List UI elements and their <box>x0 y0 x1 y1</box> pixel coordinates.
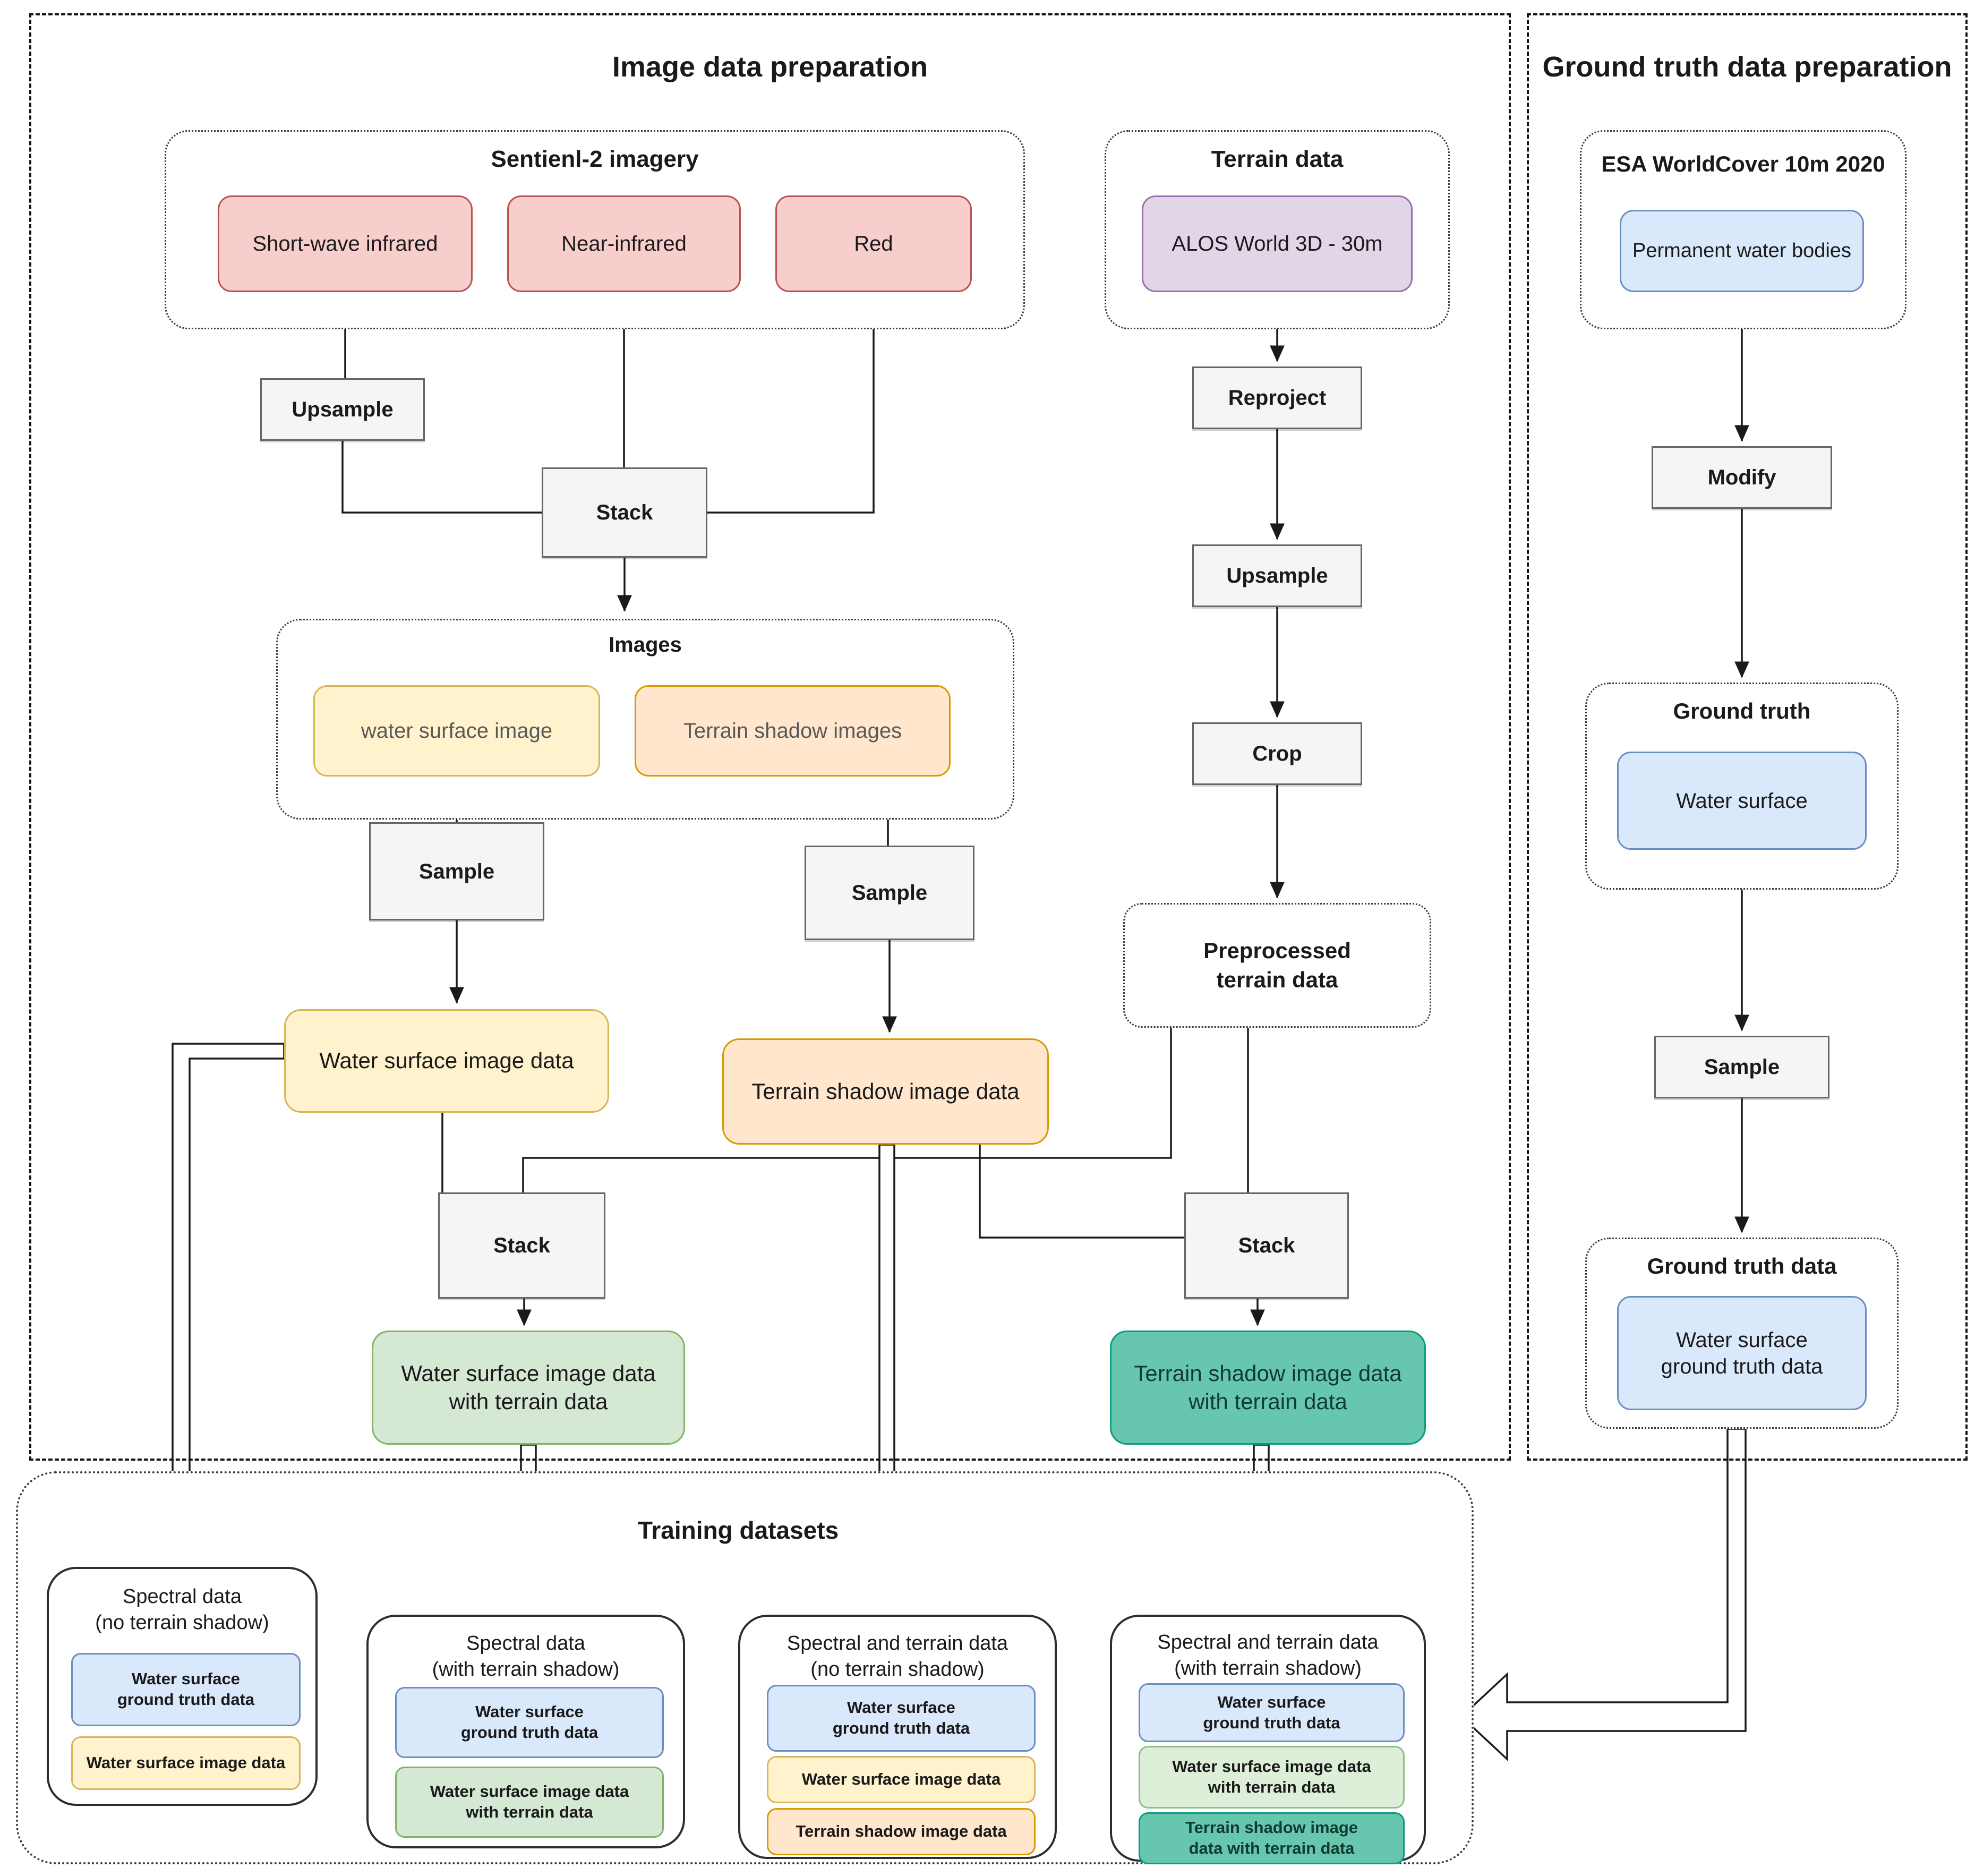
training-card-spectral-with-shadow: Spectral data (with terrain shadow) Wate… <box>366 1615 685 1848</box>
hollow-arrow-gtdata-training <box>1460 1428 1747 1762</box>
card3-title: Spectral and terrain data (no terrain sh… <box>786 1632 1008 1681</box>
ground-truth-title: Ground truth <box>1673 698 1811 723</box>
gt-prep-title: Ground truth data preparation <box>1542 51 1952 83</box>
section-ground-truth-preparation <box>1527 13 1968 1461</box>
node-preprocessed-terrain-data: Preprocessed terrain data <box>1123 903 1431 1028</box>
training-card-spectral-terrain-no-shadow: Spectral and terrain data (no terrain sh… <box>738 1615 1057 1859</box>
node-water-surface-image-data: Water surface image data <box>284 1009 609 1113</box>
card3-item-water-image: Water surface image data <box>767 1756 1036 1803</box>
images-title: Images <box>609 633 682 656</box>
process-crop: Crop <box>1192 722 1362 785</box>
process-stack-shadow-terrain: Stack <box>1184 1192 1349 1299</box>
training-title: Training datasets <box>637 1516 839 1544</box>
image-prep-title: Image data preparation <box>612 51 928 83</box>
node-terrain-shadow-image-data: Terrain shadow image data <box>722 1038 1049 1145</box>
card4-item-water-terrain: Water surface image data with terrain da… <box>1139 1746 1405 1809</box>
node-terrain-shadow-images: Terrain shadow images <box>635 685 951 777</box>
node-water-surface-with-terrain: Water surface image data with terrain da… <box>372 1331 685 1445</box>
node-red-band: Red <box>775 195 972 292</box>
node-short-wave-infrared: Short-wave infrared <box>218 195 473 292</box>
node-near-infrared: Near-infrared <box>507 195 741 292</box>
process-modify: Modify <box>1652 446 1832 509</box>
process-upsample-imagery: Upsample <box>260 378 425 441</box>
card4-title: Spectral and terrain data (with terrain … <box>1157 1631 1379 1680</box>
training-card-spectral-no-shadow: Spectral data (no terrain shadow) Water … <box>47 1567 318 1806</box>
card4-item-ground-truth: Water surface ground truth data <box>1139 1683 1405 1742</box>
process-stack-imagery: Stack <box>542 467 707 558</box>
card2-title: Spectral data (with terrain shadow) <box>432 1632 620 1681</box>
node-water-surface-image: water surface image <box>313 685 600 777</box>
node-water-surface: Water surface <box>1617 752 1867 850</box>
card1-title: Spectral data (no terrain shadow) <box>95 1585 269 1634</box>
process-sample-terrain-shadow: Sample <box>805 846 974 940</box>
esa-worldcover-title: ESA WorldCover 10m 2020 <box>1601 151 1885 176</box>
process-sample-ground-truth: Sample <box>1654 1036 1829 1098</box>
node-terrain-shadow-with-terrain: Terrain shadow image data with terrain d… <box>1110 1331 1426 1445</box>
training-card-spectral-terrain-with-shadow: Spectral and terrain data (with terrain … <box>1110 1615 1426 1864</box>
card3-item-ground-truth: Water surface ground truth data <box>767 1685 1036 1752</box>
node-alos-world-3d: ALOS World 3D - 30m <box>1142 195 1413 292</box>
process-upsample-terrain: Upsample <box>1192 544 1362 607</box>
section-image-data-preparation <box>29 13 1511 1461</box>
process-stack-water-terrain: Stack <box>438 1192 605 1299</box>
card4-item-shadow-terrain: Terrain shadow image data with terrain d… <box>1139 1812 1405 1864</box>
card2-item-ground-truth: Water surface ground truth data <box>395 1687 664 1758</box>
card1-item-ground-truth: Water surface ground truth data <box>71 1653 301 1726</box>
terrain-data-title: Terrain data <box>1211 146 1344 172</box>
card3-item-shadow-image: Terrain shadow image data <box>767 1808 1036 1855</box>
card1-item-water-image: Water surface image data <box>71 1736 301 1790</box>
process-sample-water-surface: Sample <box>369 822 544 920</box>
node-permanent-water-bodies: Permanent water bodies <box>1620 210 1864 292</box>
sentinel2-title: Sentienl-2 imagery <box>491 146 699 172</box>
node-water-surface-gt-data: Water surface ground truth data <box>1617 1296 1867 1410</box>
ground-truth-data-title: Ground truth data <box>1647 1253 1837 1278</box>
card2-item-water-terrain: Water surface image data with terrain da… <box>395 1767 664 1838</box>
process-reproject: Reproject <box>1192 366 1362 429</box>
